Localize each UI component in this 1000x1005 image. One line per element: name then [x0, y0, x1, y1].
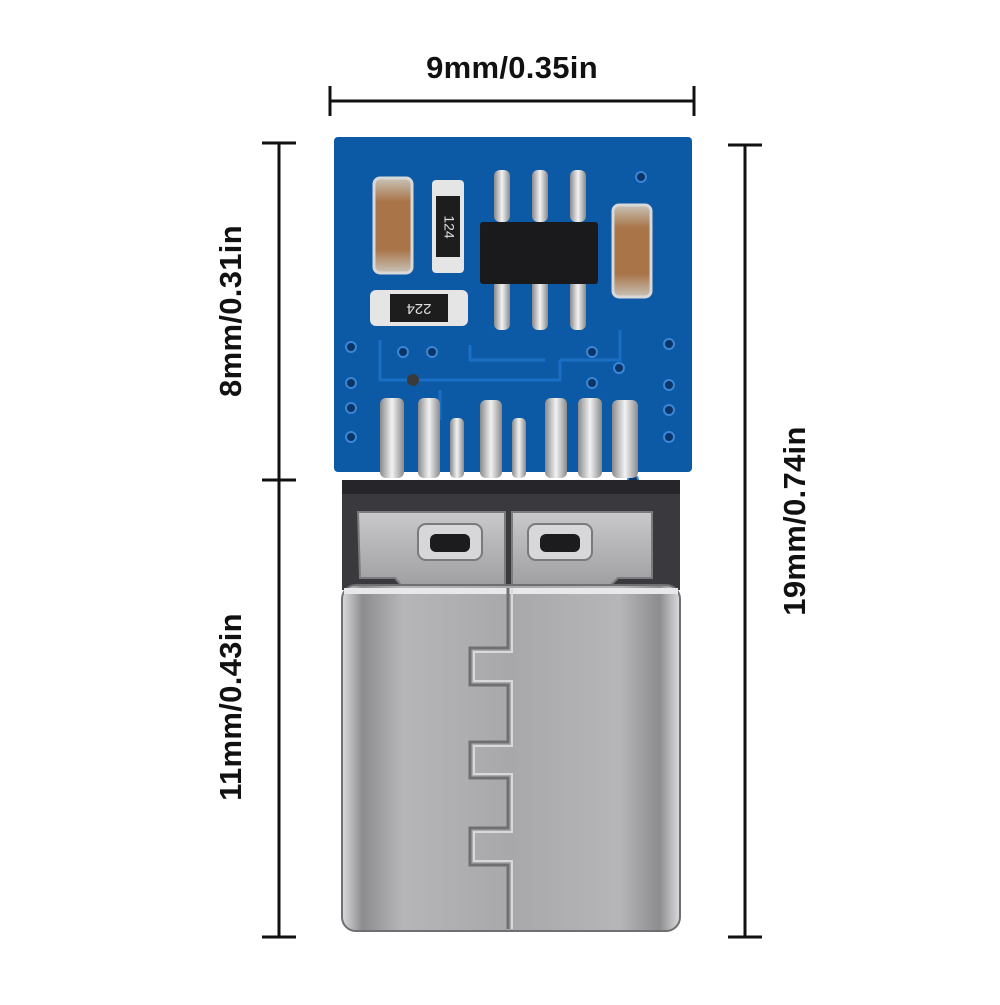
solder-blob [407, 374, 419, 386]
capacitor-left [372, 176, 414, 275]
width-dimension-label: 9mm/0.35in [426, 50, 598, 85]
resistor-124: 124 [432, 180, 464, 273]
resistor-1-marking: 124 [441, 215, 457, 239]
usb-c-connector-icon [341, 480, 681, 932]
connector-pins [380, 398, 638, 478]
connector-height-dimension-label: 11mm/0.43in [213, 613, 248, 801]
resistor-2-marking: 224 [406, 300, 431, 317]
dimension-line-total [728, 143, 762, 939]
resistor-224: 224 [370, 290, 468, 326]
total-height-dimension-label: 19mm/0.74in [777, 426, 812, 616]
dimension-line-left [262, 141, 296, 939]
capacitor-right [611, 203, 653, 299]
pcb-height-dimension-label: 8mm/0.31in [213, 225, 248, 397]
ic-chip-icon [480, 170, 598, 330]
pcb-vias [345, 171, 675, 486]
dimension-line-width [328, 86, 696, 116]
